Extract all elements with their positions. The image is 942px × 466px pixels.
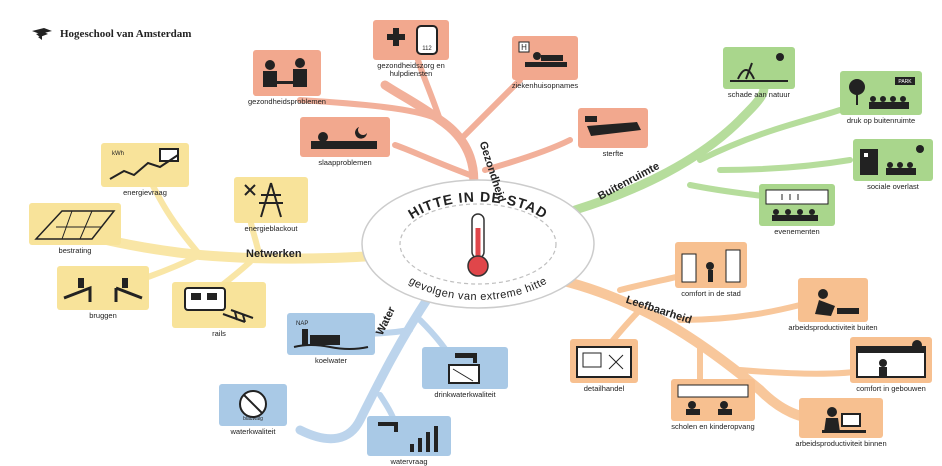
- node-label: energieblackout: [244, 224, 298, 233]
- node-bestrating: bestrating: [20, 203, 130, 255]
- node-comfort-in-de-stad: comfort in de stad: [656, 242, 766, 298]
- hva-logo-icon: [32, 28, 52, 40]
- crowded-park-icon: PARK: [840, 71, 922, 115]
- sleep-bed-icon: [300, 117, 390, 157]
- node-label: energievraag: [123, 188, 167, 197]
- node-label: comfort in de stad: [681, 289, 741, 298]
- bridge-icon: [57, 266, 149, 310]
- office-worker-icon: [799, 398, 883, 438]
- node-scholen-en-kinderopvang: scholen en kinderopvang: [658, 379, 768, 431]
- node-label: drinkwaterkwaliteit: [434, 390, 496, 399]
- node-label: ziekenhuisopnames: [511, 81, 579, 90]
- node-sterfte: sterfte: [558, 108, 668, 158]
- node-druk-op-buitenruimte: PARK druk op buitenruimte: [826, 71, 936, 125]
- tap-water-icon: [422, 347, 508, 389]
- center-hub-graphic: HITTE IN DE STAD gevolgen van extreme hi…: [361, 179, 595, 309]
- energy-demand-icon: kWh: [101, 143, 189, 187]
- cooling-water-icon: NAP: [287, 313, 375, 355]
- node-label: slaapproblemen: [318, 158, 372, 167]
- outdoor-worker-icon: [798, 278, 868, 322]
- node-energievraag: kWh energievraag: [90, 143, 200, 197]
- power-pylon-icon: [234, 177, 308, 223]
- svg-text:kWh: kWh: [112, 151, 124, 157]
- node-label: sociale overlast: [867, 182, 919, 191]
- node-label: arbeidsproductiviteit buiten: [788, 323, 878, 332]
- blue-algae-sign-icon: blauwalg: [219, 384, 287, 426]
- node-label: rails: [212, 329, 226, 338]
- building-interior-icon: [850, 337, 932, 383]
- node-drinkwaterkwaliteit: drinkwaterkwaliteit: [410, 347, 520, 399]
- svg-text:NAP: NAP: [296, 321, 308, 327]
- svg-text:112: 112: [422, 46, 432, 52]
- node-label: arbeidsproductiviteit binnen: [795, 439, 887, 448]
- node-schade-aan-natuur: schade aan natuur: [704, 47, 814, 99]
- node-label: druk op buitenruimte: [846, 116, 916, 125]
- city-heat-icon: [675, 242, 747, 288]
- svg-text:PARK: PARK: [898, 79, 912, 85]
- node-label: waterkwaliteit: [230, 427, 276, 436]
- node-label: evenementen: [774, 227, 820, 236]
- node-sociale-overlast: sociale overlast: [838, 139, 942, 191]
- logo: Hogeschool van Amsterdam: [30, 27, 191, 41]
- svg-text:H: H: [521, 43, 527, 52]
- classroom-icon: [671, 379, 755, 421]
- dry-nature-sun-icon: [723, 47, 795, 89]
- node-label: bestrating: [58, 246, 92, 255]
- node-arbeidsproductiviteit-buiten: arbeidsproductiviteit buiten: [778, 278, 888, 332]
- node-bruggen: bruggen: [48, 266, 158, 320]
- node-ziekenhuisopnames: H ziekenhuisopnames: [490, 36, 600, 90]
- node-comfort-in-gebouwen: comfort in gebouwen: [836, 337, 942, 393]
- node-label: koelwater: [314, 356, 348, 365]
- node-slaapproblemen: slaapproblemen: [290, 117, 400, 167]
- node-evenementen: evenementen: [742, 184, 852, 236]
- node-label: watervraag: [390, 457, 428, 466]
- water-demand-icon: [367, 416, 451, 456]
- node-label: sterfte: [602, 149, 624, 158]
- thermometer-icon: [467, 213, 489, 277]
- node-label: gezondheidszorg en hulpdiensten: [377, 61, 445, 79]
- node-gezondheidszorg: 112 gezondheidszorg en hulpdiensten: [356, 20, 466, 79]
- node-label: scholen en kinderopvang: [671, 422, 755, 431]
- node-label: comfort in gebouwen: [856, 384, 926, 393]
- node-waterkwaliteit: blauwalg waterkwaliteit: [198, 384, 308, 436]
- node-energieblackout: energieblackout: [216, 177, 326, 233]
- node-watervraag: watervraag: [354, 416, 464, 466]
- shop-icon: [570, 339, 638, 383]
- branch-label-netwerken: Netwerken: [246, 248, 302, 260]
- node-detailhandel: detailhandel: [549, 339, 659, 393]
- noisy-street-icon: [853, 139, 933, 181]
- node-koelwater: NAP koelwater: [276, 313, 386, 365]
- node-label: detailhandel: [583, 384, 625, 393]
- node-gezondheidsproblemen: gezondheidsproblemen: [232, 50, 342, 106]
- center-hub: HITTE IN DE STAD gevolgen van extreme hi…: [360, 178, 596, 310]
- node-rails: rails: [164, 282, 274, 338]
- doctor-patient-icon: [253, 50, 321, 96]
- coffin-icon: [578, 108, 648, 148]
- hospital-bed-icon: H: [512, 36, 578, 80]
- svg-text:blauwalg: blauwalg: [243, 416, 263, 422]
- ambulance-phone-icon: 112: [373, 20, 449, 60]
- node-arbeidsproductiviteit-binnen: arbeidsproductiviteit binnen: [786, 398, 896, 448]
- node-label: schade aan natuur: [727, 90, 791, 99]
- logo-text: Hogeschool van Amsterdam: [60, 28, 192, 40]
- festival-crowd-icon: [759, 184, 835, 226]
- pavement-icon: [29, 203, 121, 245]
- train-rails-icon: [172, 282, 266, 328]
- node-label: gezondheidsproblemen: [248, 97, 326, 106]
- node-label: bruggen: [89, 311, 117, 320]
